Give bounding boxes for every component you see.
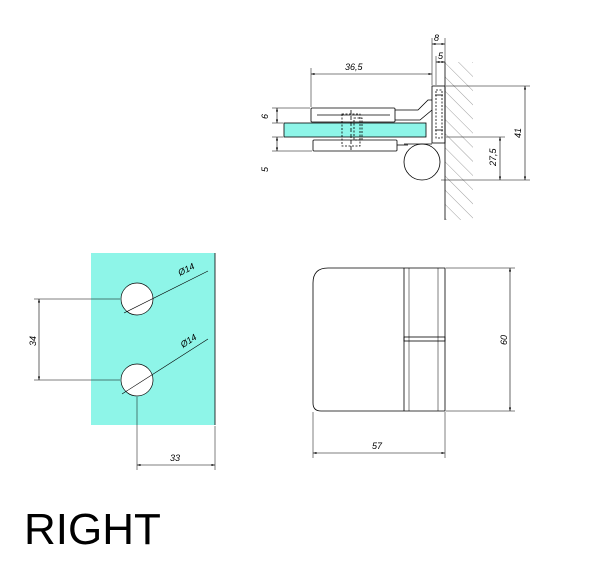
- upper-clamp: [310, 107, 396, 123]
- label-41: 41: [513, 128, 523, 138]
- label-8: 8: [434, 33, 439, 43]
- label-57: 57: [372, 441, 383, 451]
- hole-bottom: [120, 363, 154, 397]
- label-27-5: 27,5: [488, 147, 498, 167]
- label-6: 6: [260, 114, 270, 119]
- label-34: 34: [28, 336, 38, 346]
- lower-clamp: [312, 139, 398, 152]
- mounting-plate-inner: [435, 89, 443, 139]
- mounting-plate: [431, 85, 446, 144]
- hinge-barrel: [403, 143, 441, 181]
- glass-panel-front: [91, 253, 215, 425]
- label-60: 60: [499, 335, 509, 345]
- label-36-5: 36,5: [345, 62, 364, 72]
- hinge-body-outline: [312, 267, 446, 412]
- glass-view: [34, 253, 216, 470]
- hinge-split: [403, 336, 446, 342]
- label-33: 33: [170, 453, 180, 463]
- hole-top: [120, 282, 154, 316]
- glass-panel-side: [283, 122, 427, 138]
- front-view: [312, 267, 515, 458]
- orientation-title: RIGHT: [24, 505, 161, 554]
- label-5-top: 5: [438, 51, 444, 61]
- wall-hatch: [445, 62, 473, 220]
- side-view: [272, 38, 530, 220]
- label-5-bottom: 5: [260, 166, 270, 172]
